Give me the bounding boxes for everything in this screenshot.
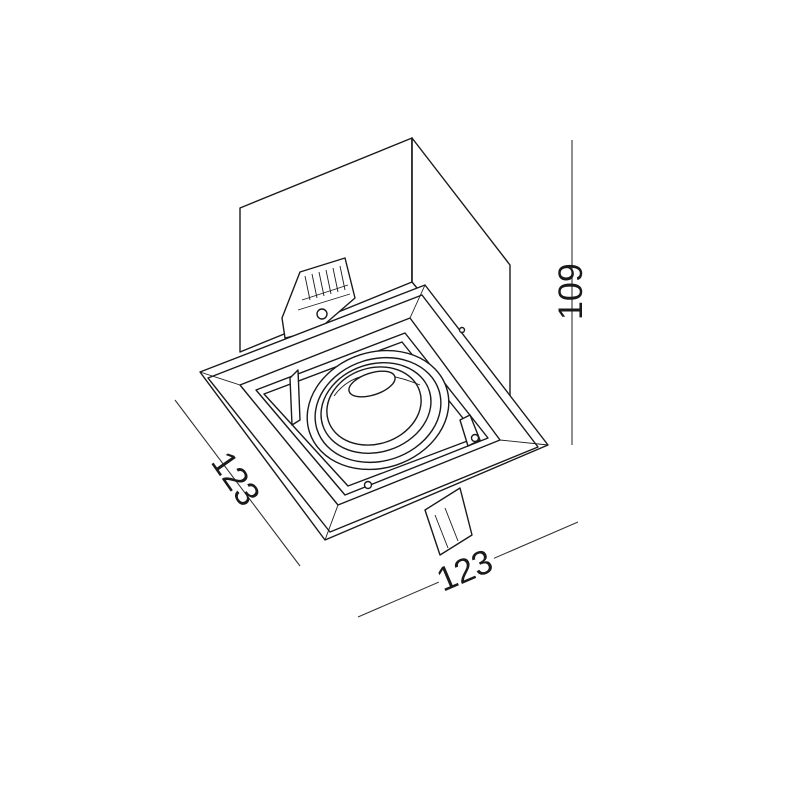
- reflector-ring-4: [326, 366, 422, 446]
- terminal-block: [281, 257, 356, 339]
- screw-icon: [470, 433, 480, 443]
- reflector-ring-2: [314, 356, 442, 464]
- trim-bevel: [207, 294, 539, 533]
- height-label: 109: [552, 263, 590, 320]
- screw-icon: [363, 480, 373, 490]
- terminal-screw-icon: [316, 308, 328, 320]
- clip-body: [424, 487, 473, 556]
- dimension-height: 109: [552, 140, 590, 445]
- spring-clip: [424, 487, 473, 556]
- left-width-dimension-line: [174, 399, 301, 567]
- terminal-body: [281, 257, 356, 339]
- housing-box: [239, 137, 511, 401]
- left-width-label: 123: [203, 445, 267, 513]
- reflector: [306, 349, 450, 471]
- reflector-ring-3: [320, 362, 432, 454]
- led-aperture: [348, 370, 396, 398]
- screw-icon: [458, 326, 466, 334]
- gimbal-left-plate: [289, 369, 301, 426]
